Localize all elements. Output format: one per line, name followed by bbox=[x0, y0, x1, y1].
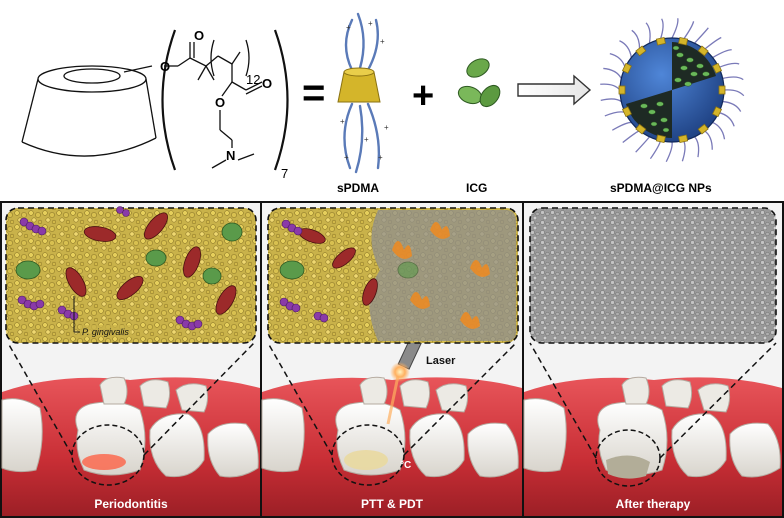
atom-o3: O bbox=[262, 76, 272, 91]
label-nanoparticles: sPDMA@ICG NPs bbox=[610, 181, 712, 195]
equals-sign: = bbox=[302, 71, 325, 115]
bacteria-green-icon bbox=[15, 222, 243, 285]
fire-icon bbox=[392, 222, 490, 329]
clean-surface-zoom bbox=[529, 207, 777, 344]
icg-molecules-icon bbox=[457, 58, 501, 108]
gum-and-teeth bbox=[1, 376, 260, 516]
nanoparticle-icon bbox=[600, 18, 745, 163]
atom-o1: O bbox=[160, 59, 170, 74]
atom-o2: O bbox=[194, 28, 204, 43]
svg-text:+: + bbox=[344, 153, 349, 162]
cyclodextrin-icon bbox=[21, 65, 157, 157]
svg-text:+: + bbox=[380, 37, 385, 46]
panel-after-therapy: After therapy bbox=[523, 203, 782, 516]
svg-text:+: + bbox=[364, 135, 369, 144]
bacteria-purple-icon bbox=[17, 206, 203, 331]
gum-and-teeth-right bbox=[523, 376, 782, 516]
gum-and-teeth-middle bbox=[261, 376, 522, 516]
panel-ptt-pdt: Laser °C bbox=[261, 203, 522, 516]
svg-text:+: + bbox=[368, 19, 373, 28]
label-icg: ICG bbox=[466, 181, 487, 195]
caption-after-therapy: After therapy bbox=[616, 497, 691, 511]
bacteria-red-icon bbox=[65, 212, 237, 315]
laser-label: Laser bbox=[426, 355, 456, 367]
biofilm-zoom-treatment bbox=[267, 207, 519, 344]
atom-n: N bbox=[226, 148, 235, 163]
caption-ptt-pdt: PTT & PDT bbox=[361, 497, 424, 511]
right-bracket bbox=[273, 29, 289, 171]
bacteria-label: P. gingivalis bbox=[82, 327, 129, 337]
caption-periodontitis: Periodontitis bbox=[94, 497, 168, 511]
biofilm-zoom: P. gingivalis bbox=[5, 206, 257, 344]
plus-sign: + bbox=[412, 75, 434, 117]
svg-text:+: + bbox=[378, 153, 383, 162]
chemical-structure: O O O O N 12 7 bbox=[21, 28, 289, 181]
laser-icon bbox=[386, 336, 423, 425]
bottom-panels-frame bbox=[0, 201, 784, 518]
label-spdma: sPDMA bbox=[337, 181, 379, 195]
panel-periodontitis: P. gingivalis Periodontitis bbox=[1, 203, 260, 516]
left-bracket bbox=[161, 29, 177, 171]
repeat-12: 12 bbox=[246, 72, 260, 87]
svg-text:+: + bbox=[346, 23, 351, 32]
svg-text:+: + bbox=[384, 123, 389, 132]
temperature-label: °C bbox=[400, 460, 411, 471]
atom-o4: O bbox=[215, 95, 225, 110]
svg-text:+: + bbox=[340, 117, 345, 126]
repeat-7: 7 bbox=[281, 166, 288, 181]
reaction-arrow bbox=[517, 74, 592, 106]
spdma-polymer-icon: + + + + + + + + bbox=[337, 12, 389, 174]
